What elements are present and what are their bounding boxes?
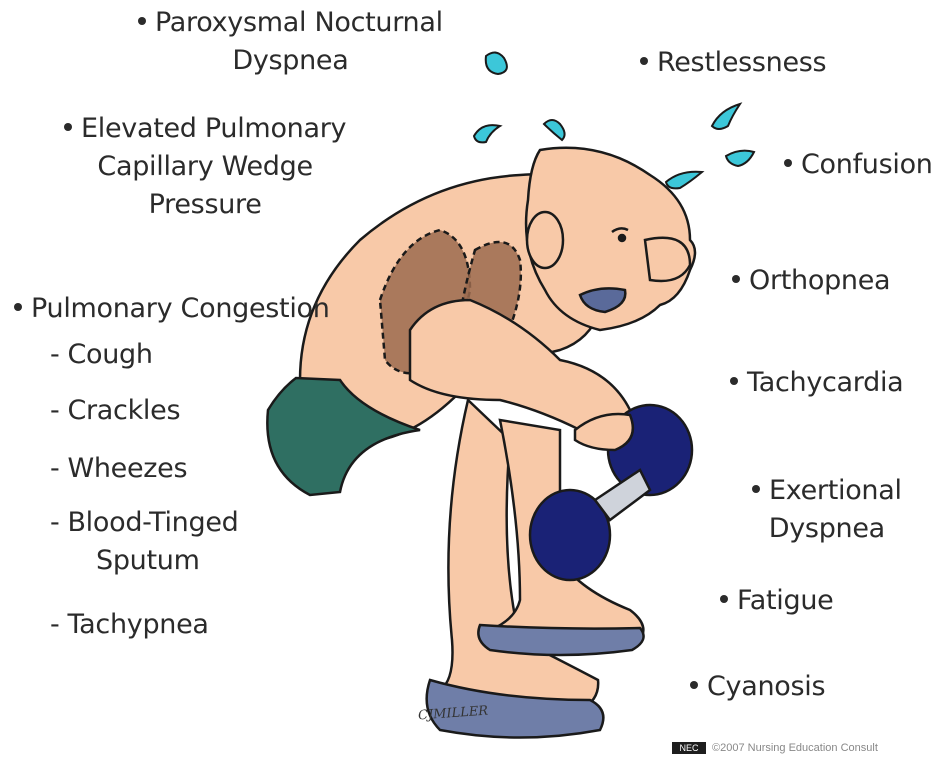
label-exertional-dyspnea: Exertional Dyspnea	[752, 472, 902, 548]
bullet-icon	[690, 681, 698, 689]
bullet-icon	[14, 303, 22, 311]
label-pulmonary-congestion: Pulmonary Congestion	[14, 290, 330, 328]
bullet-icon	[64, 123, 72, 131]
foot-cyanosis	[478, 625, 643, 655]
sub-item-cough: -Cough	[50, 336, 153, 374]
sweat-drop	[726, 151, 754, 166]
label-fatigue: Fatigue	[720, 582, 833, 620]
label-elevated-pcwp: Elevated Pulmonary Capillary Wedge Press…	[64, 110, 346, 224]
bullet-icon	[730, 377, 738, 385]
bullet-icon	[784, 159, 792, 167]
sweat-drop	[666, 172, 702, 189]
label-restlessness: Restlessness	[640, 44, 826, 82]
sweat-drop	[544, 120, 565, 140]
sub-item-sputum: Sputum	[96, 542, 200, 580]
label-paroxysmal-nocturnal-dyspnea: Paroxysmal Nocturnal Dyspnea	[138, 4, 443, 80]
pupil	[619, 235, 625, 241]
label-tachycardia: Tachycardia	[730, 364, 903, 402]
bullet-icon	[732, 275, 740, 283]
sub-item-wheezes: -Wheezes	[50, 450, 187, 488]
bullet-icon	[752, 485, 760, 493]
sweat-drop	[486, 52, 507, 74]
nec-logo-icon: NEC	[672, 742, 706, 754]
sub-item-blood-tinged: -Blood-Tinged	[50, 504, 238, 542]
bullet-icon	[138, 17, 146, 25]
bullet-icon	[720, 595, 728, 603]
sweat-drop	[474, 125, 500, 142]
bullet-icon	[640, 57, 648, 65]
label-orthopnea: Orthopnea	[732, 262, 890, 300]
ear	[527, 212, 563, 268]
sub-item-crackles: -Crackles	[50, 392, 180, 430]
label-cyanosis: Cyanosis	[690, 668, 825, 706]
label-confusion: Confusion	[784, 146, 933, 184]
nose	[645, 238, 690, 281]
sweat-drop	[712, 104, 740, 129]
sub-item-tachypnea: -Tachypnea	[50, 606, 209, 644]
copyright-notice: NEC©2007 Nursing Education Consult	[672, 742, 878, 754]
